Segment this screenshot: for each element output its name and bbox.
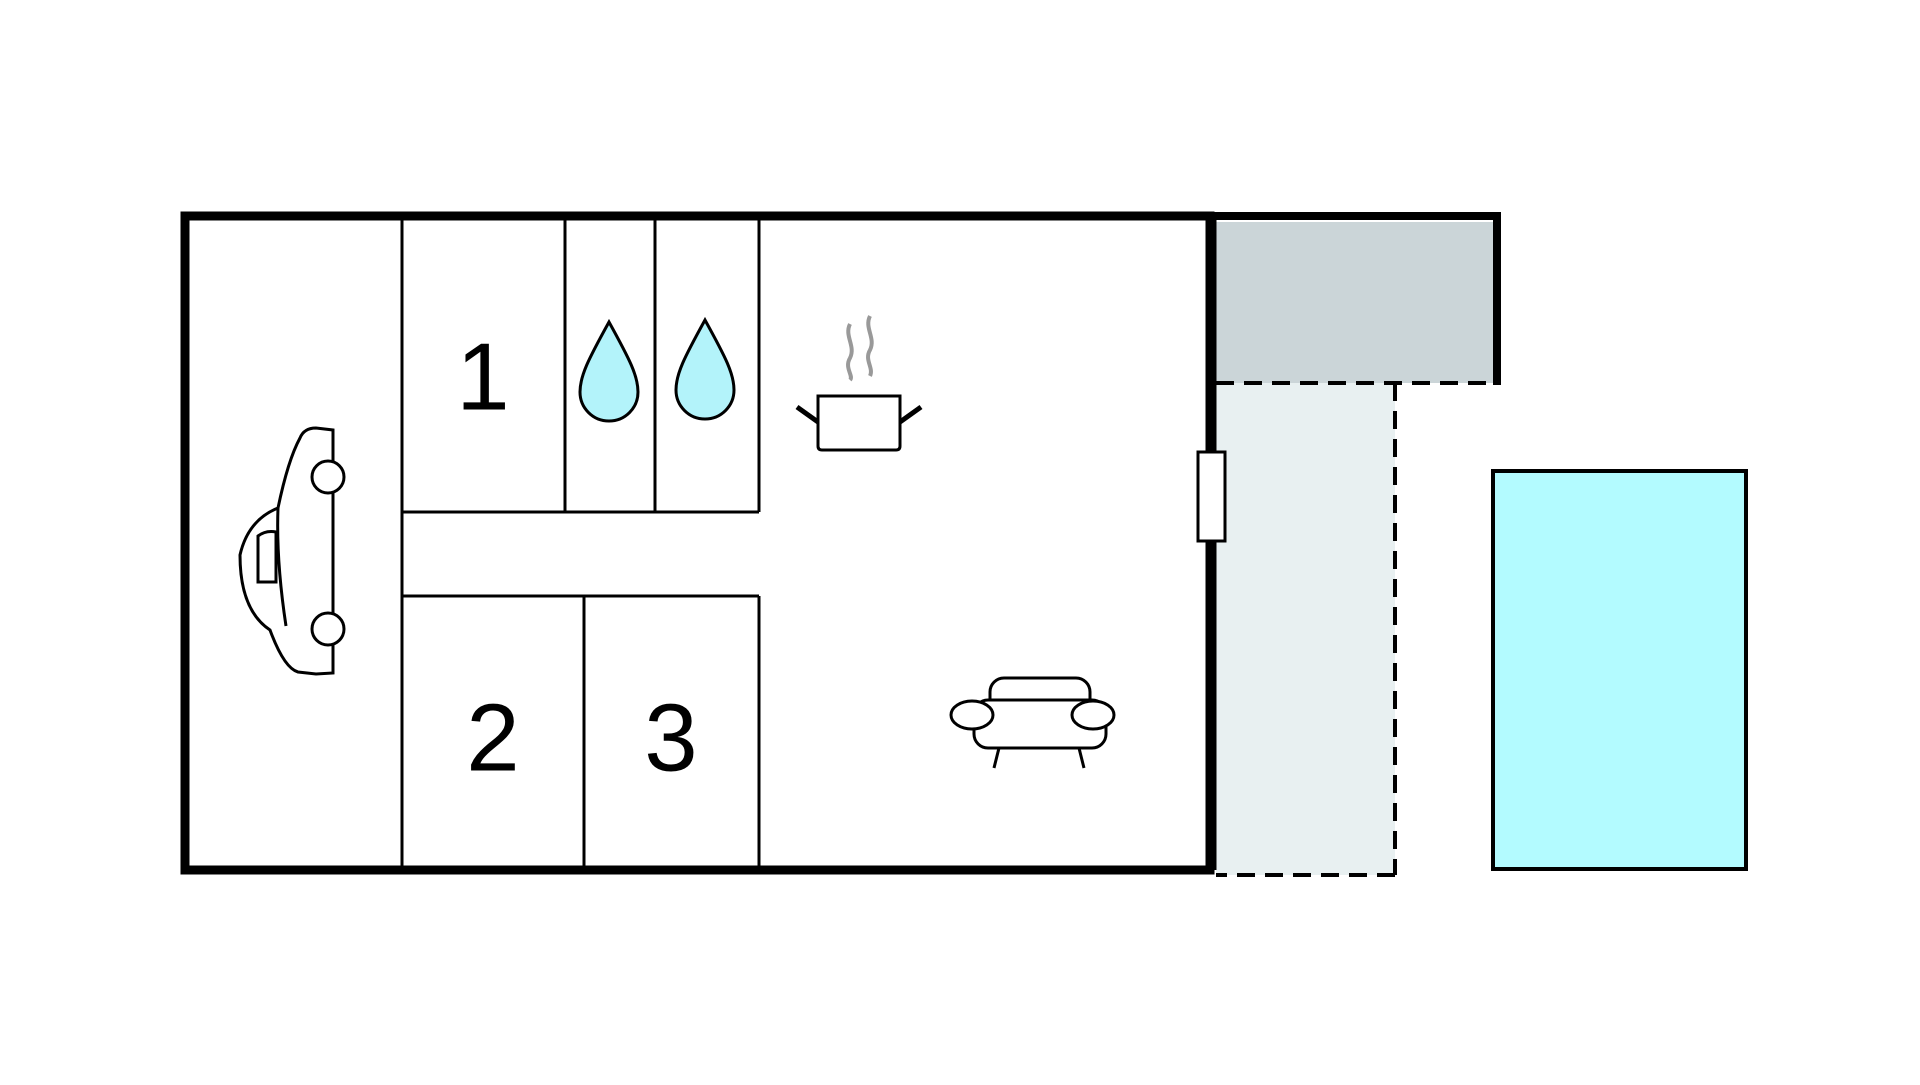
open-terrace-area (1216, 383, 1395, 875)
room-label-2: 2 (466, 685, 519, 792)
water-drop-icon (674, 316, 736, 421)
car-icon (238, 426, 346, 676)
room-label-1: 1 (456, 324, 509, 431)
terrace-door (1196, 450, 1227, 543)
covered-terrace-wall (1210, 212, 1501, 385)
cooking-pot-icon (795, 315, 923, 452)
covered-terrace-area (1216, 222, 1494, 383)
interior-walls (400, 220, 761, 866)
pool (1491, 469, 1748, 871)
room-label-3: 3 (644, 685, 697, 792)
terrace-dashed-border (1216, 381, 1494, 877)
sofa-icon (949, 676, 1116, 769)
water-drop-icon (578, 318, 640, 423)
